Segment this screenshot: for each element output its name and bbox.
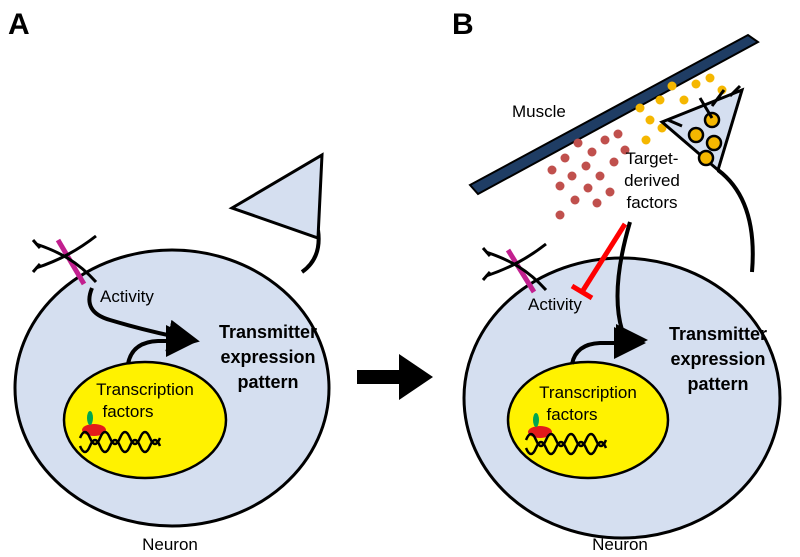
panel-b-target-line-2: derived: [624, 171, 680, 190]
panel-b-caption: Neuron: [592, 535, 648, 554]
panel-b-muscle: [468, 33, 760, 196]
panel-b-ion-channel-icon: [481, 242, 548, 294]
panel-b-muscle-label: Muscle: [512, 102, 566, 121]
panel-a-target-terminal: [228, 152, 324, 241]
panel-b-axon: [716, 168, 755, 273]
panel-b-synapse-icon: [667, 84, 742, 128]
panel-b-transcription-line-2: factors: [546, 405, 597, 424]
panel-b-dna-helix-icon: [524, 413, 608, 456]
panel-a-activity-label: Activity: [100, 287, 154, 306]
panel-a-transcription-line-1: Transcription: [96, 380, 194, 399]
panel-a-transcription-line-2: factors: [102, 402, 153, 421]
panel-b-transcription-line-1: Transcription: [539, 383, 637, 402]
panel-b-muscle-factors: [547, 129, 630, 220]
panel-a-letter: A: [8, 8, 30, 41]
panel-a-dna-helix-icon: [78, 411, 162, 454]
panel-b-released-vesicles: [635, 73, 727, 145]
panel-a: A Activity Transmitter expression patter…: [8, 8, 331, 554]
panel-b-transmitter-line-2: expression: [670, 349, 765, 369]
panel-b-letter: B: [452, 8, 474, 41]
panel-b-nucleus: [506, 360, 670, 480]
panel-b-transmitter-line-3: pattern: [687, 374, 748, 394]
panel-a-transcription-arrow: [126, 325, 198, 365]
panel-b-terminal-vesicles: [687, 111, 723, 167]
panel-b-transcription-arrow: [570, 327, 646, 365]
transition-arrow-icon: [357, 354, 433, 400]
panel-b-target-line-1: Target-: [626, 149, 679, 168]
panel-a-transmitter-line-3: pattern: [237, 372, 298, 392]
panel-a-transmitter-line-1: Transmitter: [219, 322, 317, 342]
panel-b-activity-label: Activity: [528, 295, 582, 314]
panel-a-ion-channel-icon: [31, 234, 98, 286]
panel-b-transmitter-line-1: Transmitter: [669, 324, 767, 344]
panel-b: B Muscle: [452, 8, 782, 554]
panel-a-caption: Neuron: [142, 535, 198, 554]
panel-b-inhibition-icon: [570, 222, 628, 301]
panel-a-nucleus: [62, 360, 228, 480]
panel-b-target-line-3: factors: [626, 193, 677, 212]
panel-a-transmitter-line-2: expression: [220, 347, 315, 367]
